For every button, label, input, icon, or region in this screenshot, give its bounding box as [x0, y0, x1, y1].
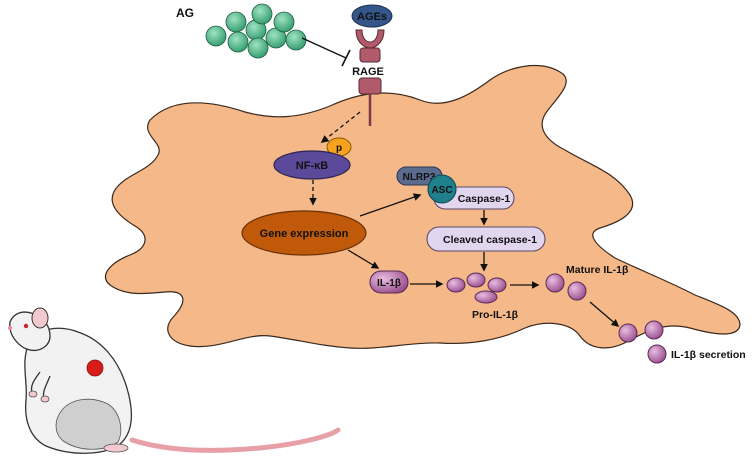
gene-to-il1b-arrow	[347, 249, 380, 269]
ages-icon	[351, 4, 393, 28]
mature-il1b-label: Mature IL-1β	[566, 264, 629, 276]
il1b-secretion-label: IL-1β secretion	[671, 349, 746, 361]
nlrp3-label: NLRP3	[403, 172, 436, 183]
ag-cluster	[205, 3, 307, 59]
il1b-node	[369, 270, 409, 294]
inhibition-bar	[341, 49, 351, 67]
secreted-il1b-vesicles	[618, 320, 667, 364]
rage-receptor-icon	[355, 29, 385, 126]
rat-illustration	[8, 307, 341, 454]
pro-il1b-vesicles	[446, 272, 507, 304]
cleaved-caspase1-label: Cleaved caspase-1	[443, 234, 537, 246]
rage-to-nfkb-arrow	[320, 111, 361, 143]
phospho-p-label: p	[336, 143, 342, 154]
pro-il1b-label: Pro-IL-1β	[472, 309, 519, 321]
asc-node	[427, 174, 457, 204]
cell-body	[104, 65, 741, 349]
ages-label: AGEs	[357, 11, 387, 23]
mature-il1b-vesicles	[545, 273, 587, 301]
nfkb-node	[273, 150, 351, 180]
ag-label: AG	[176, 6, 194, 20]
nfkb-label: NF-κB	[296, 160, 328, 172]
gene-to-inflammasome-arrow	[359, 193, 422, 217]
cleaved-caspase1-node	[426, 226, 546, 252]
caspase1-label: Caspase-1	[458, 193, 511, 205]
gene-expression-label: Gene expression	[260, 228, 349, 240]
inhibition-line	[301, 37, 347, 59]
asc-label: ASC	[431, 185, 452, 196]
il1b-label: IL-1β	[377, 278, 401, 289]
gene-expression-node	[241, 210, 367, 256]
rage-label: RAGE	[352, 66, 384, 78]
mature-to-secretion-arrow	[589, 301, 620, 328]
injection-site-marker	[86, 359, 104, 377]
